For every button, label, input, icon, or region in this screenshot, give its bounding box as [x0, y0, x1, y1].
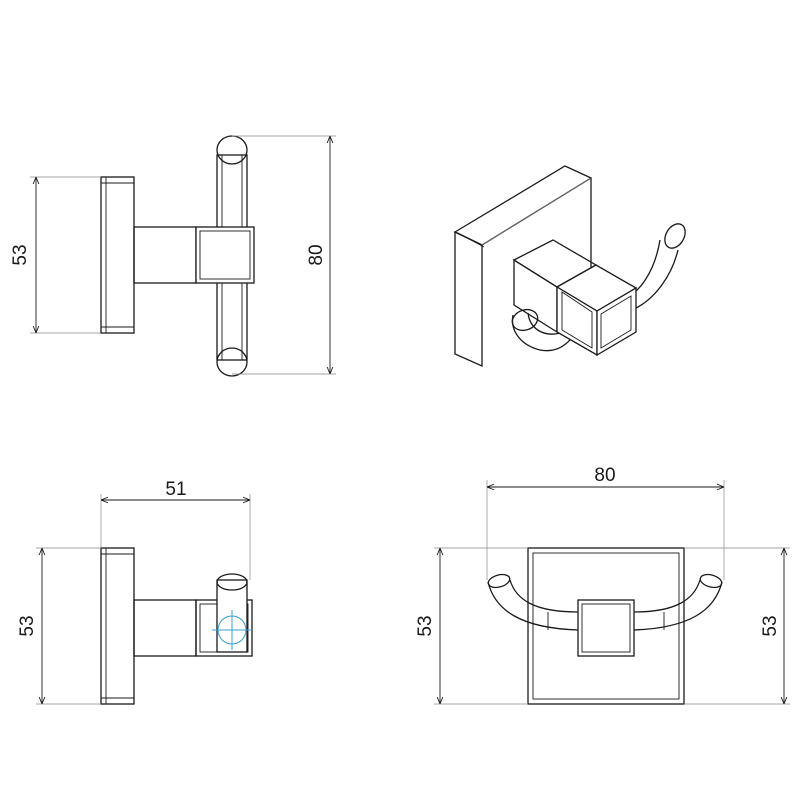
front-hook-right — [633, 581, 723, 631]
iso-plate-top — [453, 165, 593, 246]
hook-end-2 — [216, 573, 248, 591]
hook-arm — [133, 226, 197, 284]
center-block — [195, 226, 255, 284]
front-hook-left — [487, 581, 579, 631]
front-view: 80 53 53 — [415, 465, 790, 705]
iso-plate-edge — [454, 230, 483, 368]
dimension-label-53-front-right: 53 — [760, 615, 781, 636]
dimension-label-80-front: 80 — [594, 465, 615, 486]
hook-end-top — [216, 135, 248, 165]
dimension-label-53-bottom-left: 53 — [17, 615, 38, 636]
side-view-top-left: 53 80 — [10, 135, 336, 377]
dimension-label-53-front-left: 53 — [415, 615, 436, 636]
front-center-block — [577, 599, 635, 657]
hook-arm-2 — [133, 599, 197, 657]
iso-hook-right-end — [664, 223, 686, 249]
dimension-label-53-side: 53 — [10, 244, 31, 265]
hook-end-bottom — [216, 347, 248, 377]
front-plate — [527, 547, 685, 705]
dimension-label-80-side: 80 — [306, 244, 327, 265]
isometric-view — [453, 165, 686, 368]
side-view-bottom-left: 51 53 — [17, 479, 253, 705]
dimension-label-51: 51 — [165, 479, 186, 500]
iso-hook-left-end — [511, 308, 539, 332]
